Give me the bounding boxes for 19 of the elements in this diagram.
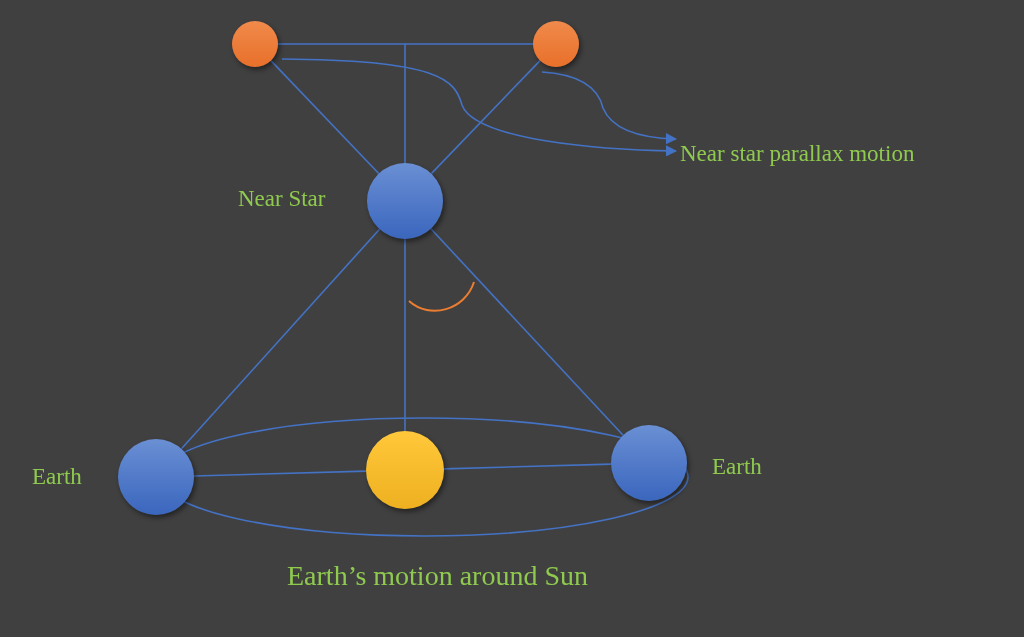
connector-line [277, 43, 534, 45]
connector-line [430, 228, 624, 436]
earth-circle [611, 425, 687, 501]
connector-line [430, 59, 541, 175]
planet-circle [232, 21, 278, 67]
caption-text: Earth’s motion around Sun [287, 560, 588, 592]
earth-circle [118, 439, 194, 515]
node-caption: Near Star [238, 185, 326, 213]
connector-line [193, 470, 367, 477]
callout-text: Near star parallax motion [680, 140, 915, 168]
connector-line [180, 228, 381, 450]
star-circle [367, 163, 443, 239]
arrow [281, 58, 678, 157]
node-caption: Earth [32, 463, 82, 491]
connector-line [443, 463, 612, 470]
planet-circle [533, 21, 579, 67]
node-caption: Earth [712, 453, 762, 481]
arrow [541, 71, 678, 145]
connector-line [270, 59, 380, 175]
